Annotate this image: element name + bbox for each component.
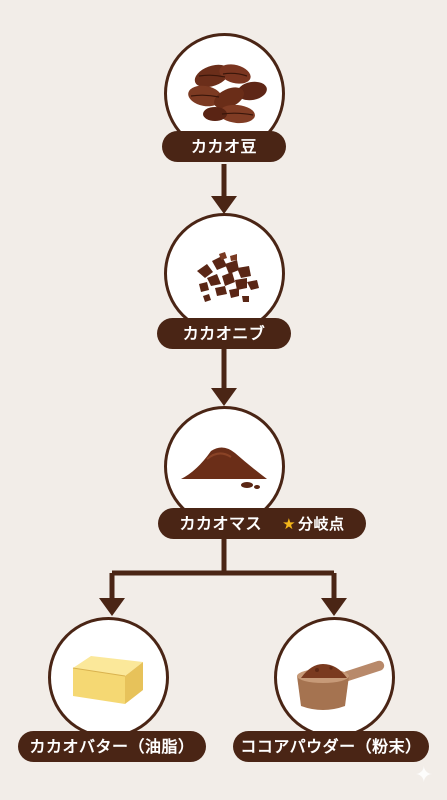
arrow-to-nibs [211, 196, 237, 214]
nibs-label: カカオニブ [157, 318, 291, 349]
branch-tag: ★分岐点 [282, 515, 344, 533]
sparkle-icon: ✦ [414, 763, 433, 788]
butter-label-text: カカオバター（油脂） [29, 737, 195, 756]
cocoa-powder-scoop-icon [297, 660, 385, 710]
butter-circle [48, 617, 169, 738]
powder-label-text: ココアパウダー（粉末） [240, 737, 422, 756]
mass-circle [164, 406, 285, 527]
powder-circle [274, 617, 395, 738]
cacao-nibs-icon [197, 252, 259, 302]
beans-label: カカオ豆 [162, 131, 286, 162]
arrow-to-butter [99, 598, 125, 616]
beans-label-text: カカオ豆 [190, 137, 257, 156]
mass-label-text: カカオマス [179, 514, 262, 533]
cacao-mass-icon [181, 447, 267, 489]
cacao-beans-icon [188, 64, 267, 124]
branch-tag-text: 分岐点 [298, 515, 345, 533]
nibs-label-text: カカオニブ [182, 324, 266, 343]
butter-block-icon [72, 656, 143, 704]
star-icon: ★ [282, 515, 297, 533]
nibs-circle [164, 213, 285, 334]
mass-label: カカオマス ★分岐点 [158, 508, 366, 539]
arrow-to-mass [211, 388, 237, 406]
arrow-to-powder [321, 598, 347, 616]
powder-label: ココアパウダー（粉末） [233, 731, 429, 762]
butter-label: カカオバター（油脂） [18, 731, 206, 762]
